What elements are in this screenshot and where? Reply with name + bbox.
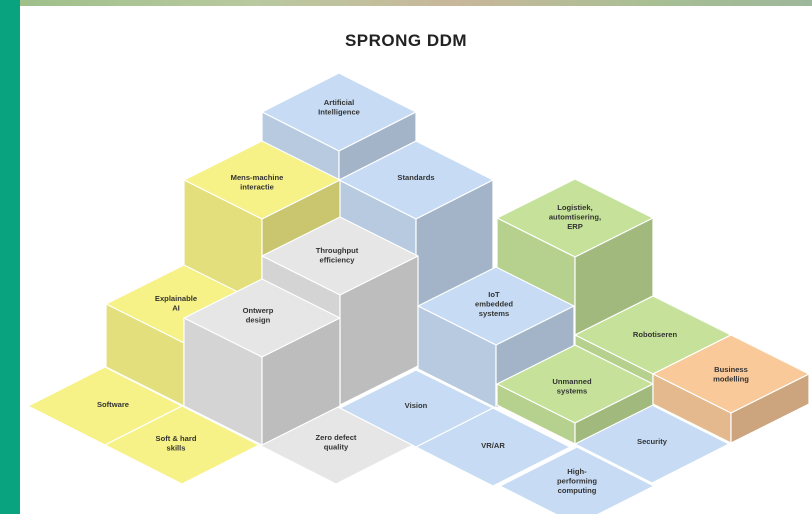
block-right bbox=[730, 373, 810, 444]
tile-label: Security bbox=[637, 437, 668, 446]
left-accent-bar bbox=[0, 0, 20, 514]
block-right bbox=[261, 317, 341, 446]
tile-label: VR/AR bbox=[481, 441, 505, 450]
tile-face bbox=[415, 407, 571, 487]
header-photo-strip bbox=[20, 0, 812, 6]
tile-face bbox=[499, 446, 655, 514]
tile-label: Software bbox=[97, 400, 129, 409]
block-label: Logistiek,automtisering,ERP bbox=[549, 203, 601, 231]
tile-vr-ar: VR/AR bbox=[415, 407, 571, 487]
block-label: Standards bbox=[397, 173, 434, 182]
tile-label: Vision bbox=[405, 401, 428, 410]
block-right bbox=[574, 383, 654, 445]
diagram-title: SPRONG DDM bbox=[344, 31, 468, 50]
block-label: Robotiseren bbox=[633, 330, 678, 339]
